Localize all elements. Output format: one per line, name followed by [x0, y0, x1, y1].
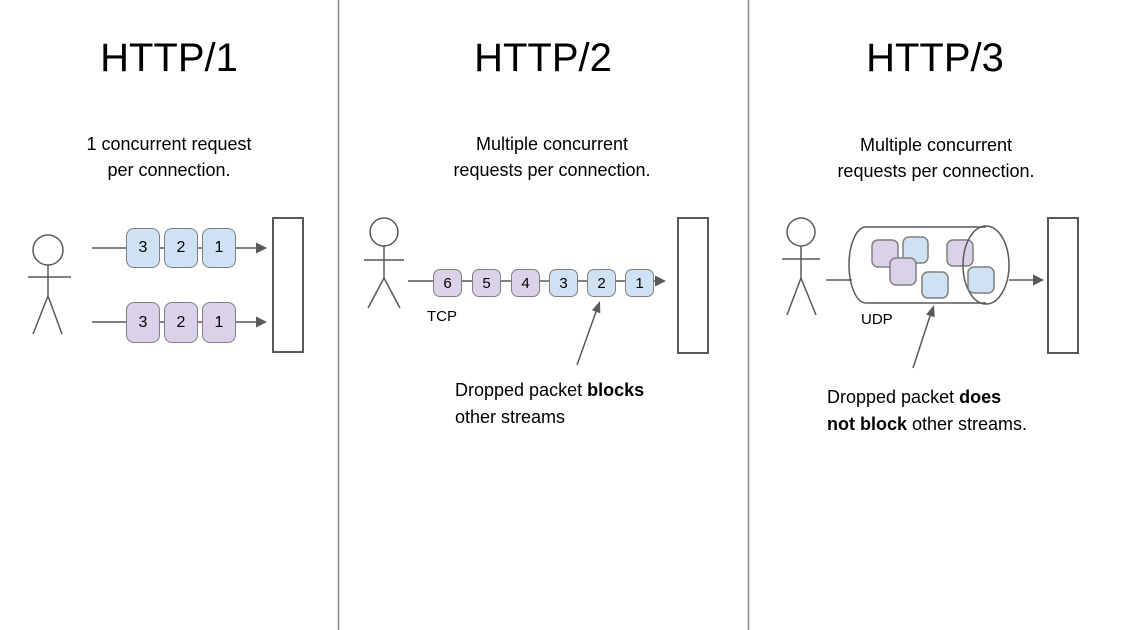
packet-shape	[967, 266, 995, 294]
packet: 6	[433, 269, 462, 297]
http3-title: HTTP/3	[866, 36, 1004, 80]
http1-server-box	[272, 217, 304, 353]
figure-head	[32, 234, 64, 266]
figure-head	[786, 217, 816, 247]
packet: 2	[164, 302, 198, 343]
http2-subtitle: Multiple concurrent requests per connect…	[453, 134, 651, 180]
http2-dropped-packet-arrow	[576, 301, 601, 366]
packet: 3	[126, 302, 160, 343]
tcp-label: TCP	[427, 308, 457, 325]
packet: 1	[202, 302, 236, 343]
arrowhead-icon	[655, 275, 666, 287]
arrowhead-icon	[1033, 274, 1044, 286]
http3-request-arrow	[1009, 274, 1044, 286]
packet: 4	[511, 269, 540, 297]
packet-shape	[889, 257, 917, 286]
packet: 1	[202, 228, 236, 268]
column-dividers	[337, 0, 750, 630]
packet: 2	[164, 228, 198, 268]
http3-client-figure	[782, 217, 820, 316]
http2-title: HTTP/2	[474, 36, 612, 80]
http3-annotation: Dropped packet does not block other stre…	[827, 387, 1028, 434]
http2-client-figure	[364, 217, 404, 309]
http3-tunnel-mouth	[962, 225, 1010, 305]
udp-label: UDP	[861, 311, 893, 328]
packet: 2	[587, 269, 616, 297]
http2-server-box	[677, 217, 709, 354]
http2-annotation: Dropped packet blocks other streams	[455, 380, 645, 427]
http3-server-box	[1047, 217, 1079, 354]
http3-tunnel-body	[848, 226, 986, 304]
arrowhead-icon	[926, 305, 935, 318]
http1-client-figure	[28, 234, 71, 335]
packet-shape	[921, 271, 949, 299]
arrowhead-icon	[256, 242, 267, 254]
http1-title: HTTP/1	[100, 36, 238, 80]
packet: 5	[472, 269, 501, 297]
figure-head	[369, 217, 399, 247]
http1-subtitle: 1 concurrent request per connection.	[86, 134, 252, 180]
packet: 3	[126, 228, 160, 268]
http3-dropped-packet-arrow	[912, 305, 935, 369]
packet: 1	[625, 269, 654, 297]
arrowhead-icon	[591, 301, 601, 314]
arrowhead-icon	[256, 316, 267, 328]
http3-subtitle: Multiple concurrent requests per connect…	[837, 135, 1035, 181]
packet: 3	[549, 269, 578, 297]
http3-tunnel-packets	[871, 236, 974, 299]
packet-shape	[946, 239, 974, 267]
